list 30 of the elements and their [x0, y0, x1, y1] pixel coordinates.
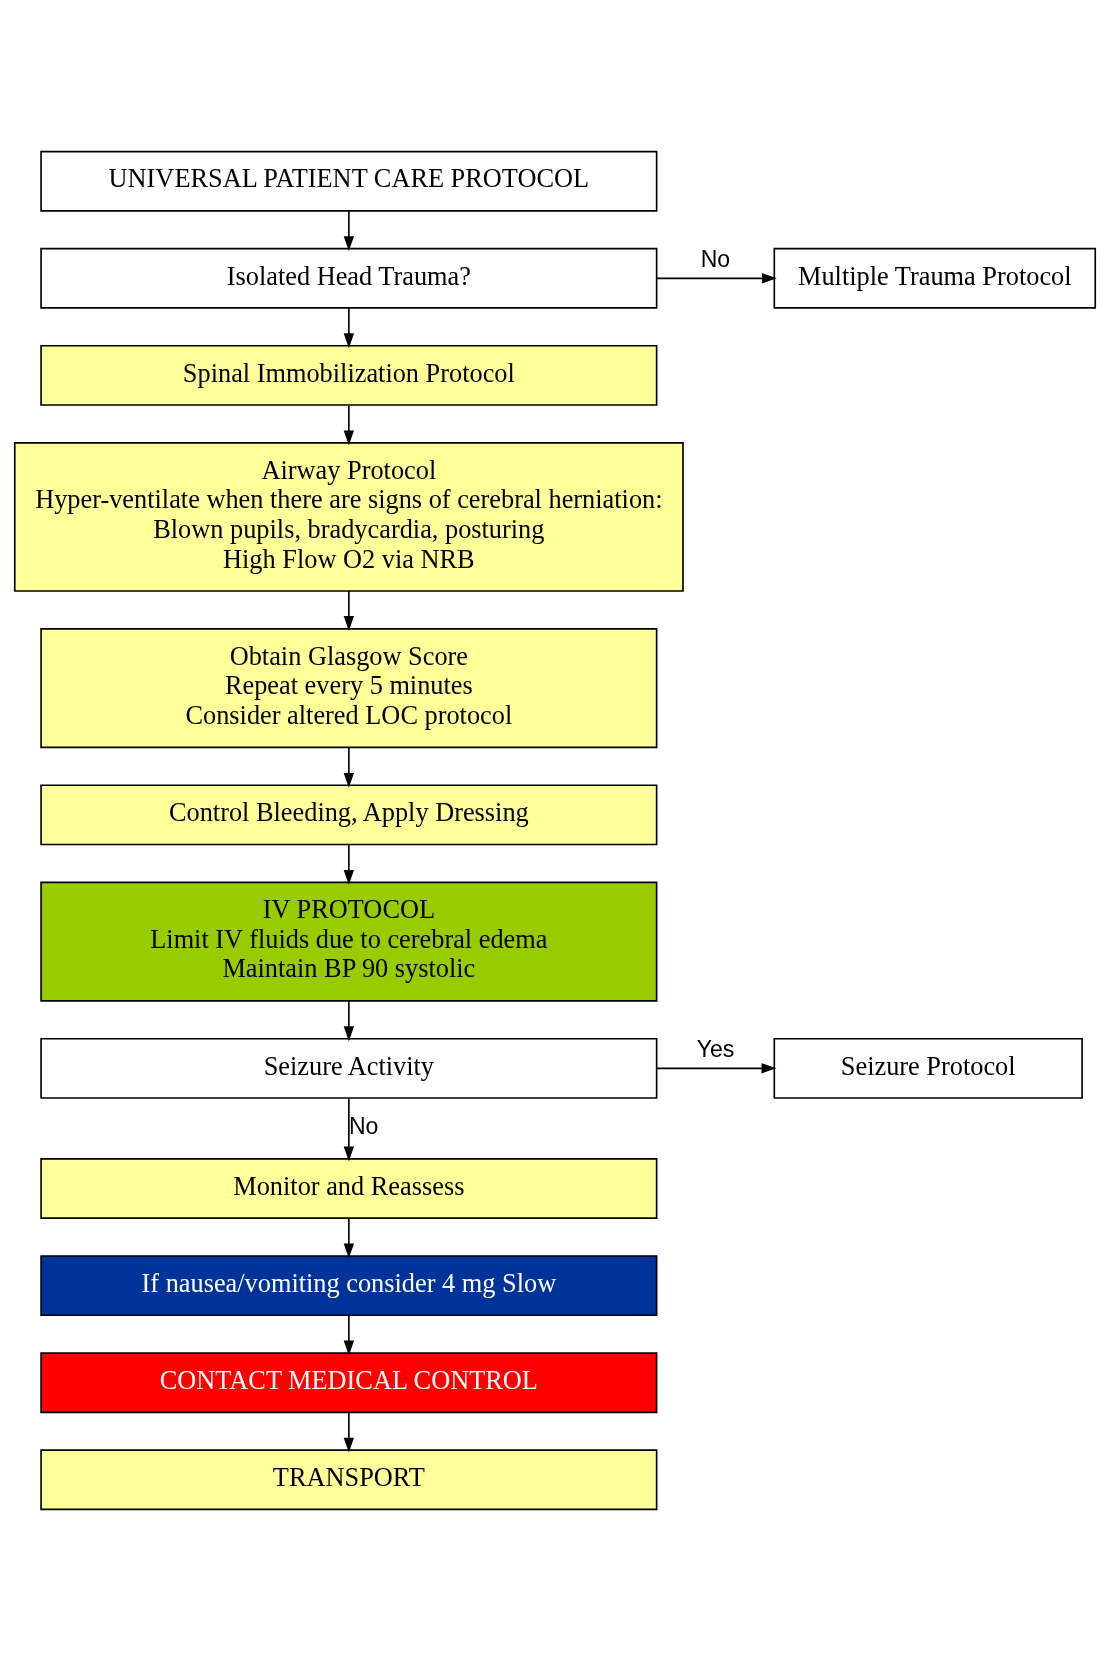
- edge-label: Yes: [696, 1035, 735, 1062]
- node-box: IV PROTOCOL Limit IV fluids due to cerebral edema Maintain BP 90 systolic: [40, 881, 658, 1002]
- node-box: Seizure Protocol: [773, 1037, 1083, 1099]
- arrow: [343, 746, 355, 788]
- arrow: [343, 1216, 355, 1258]
- node-box: Spinal Immobilization Protocol: [40, 344, 658, 406]
- edge-label: No: [348, 1112, 379, 1139]
- arrow: [343, 1096, 355, 1161]
- node-box: CONTACT MEDICAL CONTROL: [40, 1351, 658, 1413]
- node-box: Isolated Head Trauma?: [40, 247, 658, 309]
- arrow: [343, 1000, 355, 1041]
- arrow: [343, 306, 355, 348]
- node-box: If nausea/vomiting consider 4 mg Slow: [40, 1254, 658, 1316]
- node-box: Multiple Trauma Protocol: [773, 247, 1097, 309]
- arrow: [343, 209, 355, 251]
- node-box: Control Bleeding, Apply Dressing: [40, 783, 658, 845]
- node-box: Obtain Glasgow Score Repeat every 5 minutes Consider altered LOC protocol: [40, 627, 658, 748]
- node-box: Airway Protocol Hyper-ventilate when there are signs of cerebral herniation: Blown pupils, bradycardia, posturing High Flow O2 via NRB: [13, 441, 684, 592]
- node-box: Seizure Activity: [40, 1037, 658, 1099]
- edge-label: No: [700, 245, 731, 272]
- arrow: [656, 272, 777, 283]
- arrow: [343, 589, 355, 631]
- arrow: [343, 1411, 355, 1452]
- node-box: UNIVERSAL PATIENT CARE PROTOCOL: [40, 150, 658, 212]
- node-box: TRANSPORT: [40, 1448, 658, 1510]
- arrow: [343, 843, 355, 885]
- arrow: [343, 1314, 355, 1355]
- node-box: Monitor and Reassess: [40, 1157, 658, 1219]
- arrow: [343, 404, 355, 445]
- arrow: [655, 1062, 777, 1074]
